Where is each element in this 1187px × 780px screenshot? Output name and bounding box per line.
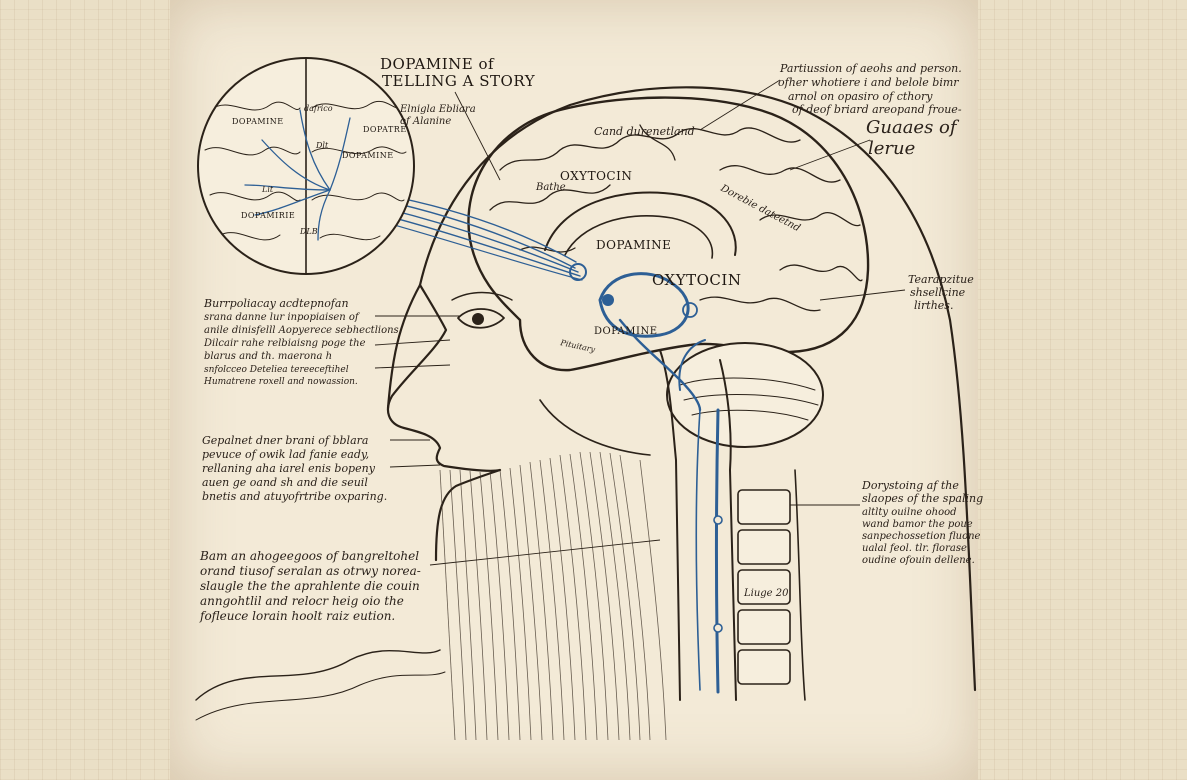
title-line-1: DOPAMINE of	[380, 55, 495, 73]
right-note2-4: wand bamor the poue	[862, 519, 973, 530]
right-note1-2: shsellcine	[910, 286, 966, 299]
spinal-pathway	[695, 408, 723, 694]
left-note1-1: Burrpoliacay acdtepnofan	[203, 297, 349, 310]
top-right-note-3: arnol on opasiro of cthory	[788, 90, 933, 103]
face-profile	[386, 283, 502, 562]
inset-dopamine-b: DOPAMINE	[342, 151, 394, 160]
left-note1-4: Dilcair rahe relbiaisng poge the	[203, 338, 366, 349]
top-right-note-4: of deof briard areopand froue-	[792, 103, 962, 116]
brainstem-back	[719, 359, 737, 701]
inset-lit: Lit	[261, 185, 274, 194]
right-note1-3: lirthes.	[914, 299, 953, 312]
inset-dopamine-a: DOPAMINE	[232, 117, 284, 126]
brainstem	[659, 349, 681, 701]
big-label-line-1: Guaaes of	[866, 117, 960, 138]
oxytocin-main-label: OXYTOCIN	[652, 271, 741, 289]
left-note3-1: Bam an ahogeegoos of bangreltohel	[199, 549, 419, 563]
left-note2-1: Gepalnet dner brani of bblara	[202, 434, 368, 447]
right-note2-2: slaopes of the spaling	[862, 492, 983, 505]
inset-dlb: DLB	[299, 227, 318, 236]
left-note3-4: anngohtlil and relocr heig oio the	[200, 594, 404, 608]
corpus-callosum	[544, 191, 737, 256]
brain-outline	[467, 96, 870, 372]
big-label-line-2: lerue	[868, 138, 915, 159]
left-note1-2: srana danne lur inpopiaisen of	[204, 312, 361, 323]
dopamine-mid-label: DOPAMINE	[596, 238, 671, 252]
left-note2-4: auen ge oand sh and die seuil	[202, 476, 368, 489]
inset-dopamine-d: DOPAMIRIE	[241, 211, 295, 220]
left-note1-6: snfolcceo Deteliea tereeceftihel	[204, 365, 349, 375]
right-note1-1: Tearapzitue	[908, 273, 974, 286]
top-right-note-2: ofher whotiere i and belole bimr	[778, 76, 959, 89]
limbic-pathway	[598, 272, 706, 412]
title-line-2: TELLING A STORY	[382, 72, 536, 90]
shoulder-wave-2	[195, 671, 446, 721]
inset-brain-topview	[197, 57, 415, 275]
dopamine-lower-label: DOPAMINE	[594, 326, 658, 337]
spine-back-line	[794, 469, 806, 701]
left-note1-3: anile dinisfelll Aopyerece sebhectlions	[204, 325, 399, 336]
shoulder-waves	[195, 649, 441, 701]
left-note3-3: slaugle the the aprahlente die couin	[200, 579, 420, 593]
lingue-label: Liuge 20	[743, 588, 789, 599]
left-note2-3: rellaning aha iarel enis bopeny	[202, 462, 376, 475]
left-note1-7: Humatrene roxell and nowassion.	[203, 377, 358, 387]
inset-dlt: Dlt	[315, 141, 329, 150]
left-note3-5: fofleuce lorain hoolt raiz eution.	[199, 609, 395, 623]
right-note2-1: Dorystoing af the	[861, 479, 959, 492]
left-note1-5: blarus and th. maerona h	[204, 351, 332, 362]
inset-dafrico: dafrico	[304, 104, 333, 113]
bathe-label: Bathe	[535, 182, 566, 193]
inset-dopatre: DOPATRE	[363, 125, 407, 134]
brain-gyri	[489, 124, 863, 312]
top-right-note-1: Partiussion of aeohs and person.	[779, 62, 962, 75]
eyebrow	[451, 291, 513, 301]
spine-vertebrae	[737, 489, 791, 685]
right-note2-7: oudine ofouin dellene.	[862, 555, 975, 566]
beard-hatching	[439, 451, 667, 741]
fornix	[564, 215, 714, 259]
eye-pupil	[472, 313, 484, 325]
left-note2-5: bnetis and atuyofrtribe oxparing.	[202, 490, 387, 503]
eye	[457, 308, 505, 329]
right-note2-3: altlty ouilne ohood	[862, 507, 957, 518]
cand-label: Cand durenetland	[594, 125, 695, 138]
elongated-label-2: of Alanine	[400, 116, 451, 127]
oxytocin-upper-label: OXYTOCIN	[560, 169, 632, 183]
left-note2-2: pevuce of owik lad fanie eady,	[202, 448, 369, 461]
right-note2-6: ualal feol. tlr. florase	[862, 543, 967, 554]
left-note3-2: orand tiusof seralan as otrwy norea-	[200, 564, 421, 578]
jaw-line	[539, 399, 651, 456]
elongated-label-1: Elnigla Ebliara	[399, 104, 476, 115]
leader-lines	[374, 79, 906, 566]
pituitary-label: Pituitary	[559, 338, 597, 354]
right-note2-5: sanpechossetion fluone	[862, 531, 981, 542]
